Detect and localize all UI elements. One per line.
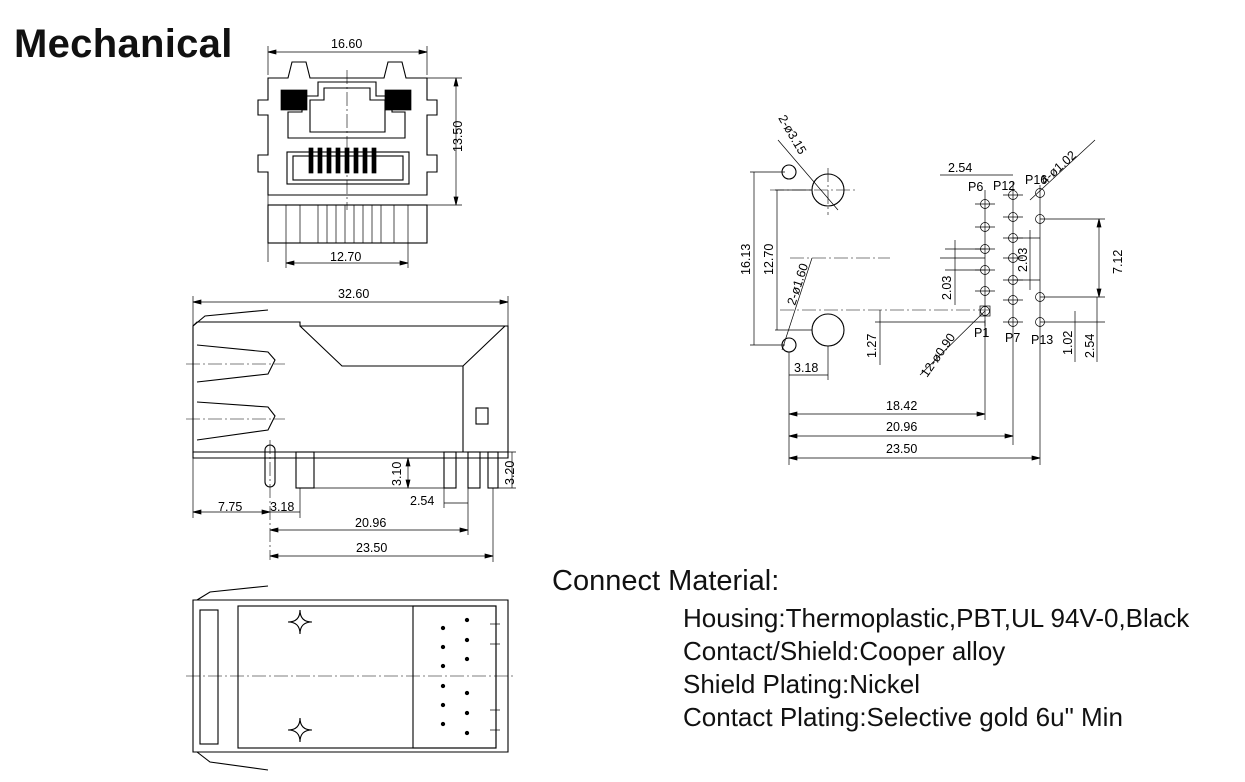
- materials-line-housing: Housing:Thermoplastic,PBT,UL 94V-0,Black: [683, 603, 1190, 633]
- pitch-mid-a-dim: 2.03: [940, 276, 954, 300]
- small-b-dim: 2.54: [1083, 334, 1097, 358]
- offset-y-dim: 1.27: [865, 334, 879, 358]
- materials-line-shield-plating: Shield Plating:Nickel: [683, 669, 921, 699]
- span-b-dim: 20.96: [886, 420, 917, 434]
- side-tail-b-dim: 3.20: [503, 461, 517, 485]
- materials-heading: Connect Material:: [552, 565, 780, 597]
- pin-label-p13: P13: [1031, 333, 1053, 347]
- pin-holes-label: 12-ø0.90: [918, 331, 958, 380]
- side-view: 32.60 3.10 3.20 7.75: [186, 287, 517, 562]
- materials-line-contact-plating: Contact Plating:Selective gold 6u" Min: [683, 702, 1123, 732]
- materials-line-contact-shield: Contact/Shield:Cooper alloy: [683, 636, 1006, 666]
- page-title: Mechanical: [14, 22, 233, 66]
- pin-label-p7: P7: [1005, 331, 1020, 345]
- side-row-span-dim: 20.96: [355, 516, 386, 530]
- span-a-dim: 18.42: [886, 399, 917, 413]
- led-span-dim: 7.12: [1111, 250, 1125, 274]
- front-pin-span-dim: 12.70: [330, 250, 361, 264]
- span-c-dim: 23.50: [886, 442, 917, 456]
- front-height-dim: 13.50: [451, 121, 465, 152]
- pitch-mid-b-dim: 2.03: [1016, 248, 1030, 272]
- side-pitch-dim: 2.54: [410, 494, 434, 508]
- pin-label-p1: P1: [974, 326, 989, 340]
- pin-label-p16: P16: [1025, 173, 1047, 187]
- bottom-view: [186, 585, 515, 771]
- footprint-height-inner-dim: 12.70: [762, 244, 776, 275]
- mount-holes-label: 2-ø3.15: [775, 113, 809, 157]
- pin-label-p12: P12: [993, 179, 1015, 193]
- pin-label-p6: P6: [968, 180, 983, 194]
- small-a-dim: 1.02: [1061, 331, 1075, 355]
- side-length-dim: 32.60: [338, 287, 369, 301]
- side-offset-a-dim: 7.75: [218, 500, 242, 514]
- side-total-span-dim: 23.50: [356, 541, 387, 555]
- pitch-top-dim: 2.54: [948, 161, 972, 175]
- footprint-offset-x-dim: 3.18: [794, 361, 818, 375]
- pcb-footprint: 2-ø3.15 2-ø1.60 16.13 12.70 3.18: [739, 113, 1125, 465]
- peg-holes-label: 2-ø1.60: [785, 262, 812, 307]
- footprint-height-outer-dim: 16.13: [739, 244, 753, 275]
- side-offset-b-dim: 3.18: [270, 500, 294, 514]
- front-width-dim: 16.60: [331, 37, 362, 51]
- front-view: 16.60 13.50: [257, 37, 465, 268]
- led-holes-label: 4-ø1.02: [1038, 148, 1079, 187]
- side-tail-a-dim: 3.10: [390, 462, 404, 486]
